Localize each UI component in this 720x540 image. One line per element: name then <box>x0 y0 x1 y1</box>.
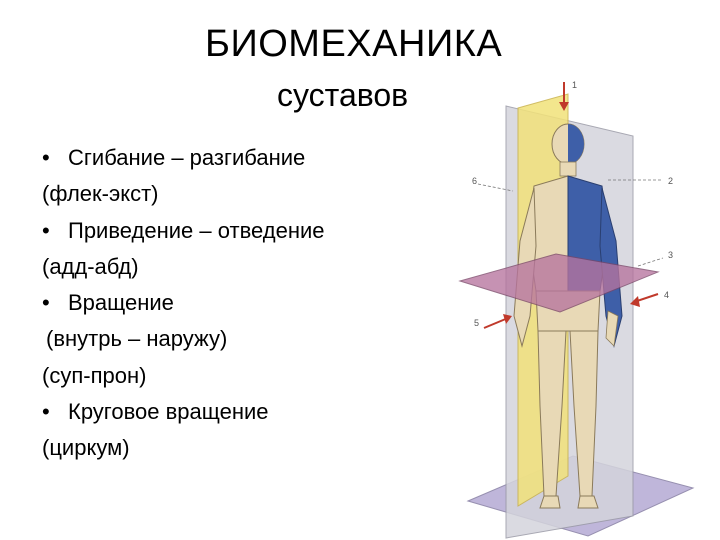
anatomical-planes-figure: 1 2 3 4 5 6 <box>458 80 695 539</box>
callout-label: 3 <box>668 250 673 260</box>
callout-label: 6 <box>472 176 477 186</box>
transverse-plane <box>458 253 660 313</box>
bullet-marker: • <box>42 145 50 170</box>
callout-label: 4 <box>664 290 669 300</box>
list-item-text: Вращение <box>68 290 174 316</box>
callout-label: 5 <box>474 318 479 328</box>
list-item-note: (суп-прон) <box>42 362 147 388</box>
slide-title: БИОМЕХАНИКА <box>205 23 503 65</box>
arrow-markers <box>483 82 659 329</box>
callout-label: 1 <box>572 80 577 90</box>
list-item-note: (внутрь – наружу) <box>46 326 228 352</box>
bullet-marker: • <box>42 217 50 243</box>
bullet-marker: • <box>42 290 50 316</box>
list-item: • Вращение <box>42 285 462 321</box>
list-item-note: (флек-экст) <box>42 181 159 207</box>
list-item: • Круговое вращение <box>42 394 462 430</box>
list-item-text: Сгибание – разгибание <box>68 145 306 170</box>
bullet-list: • Сгибание – разгибание (флек-экст) • Прив… <box>42 140 462 467</box>
list-item: • Приведение – отведение <box>42 213 462 249</box>
list-item-note: (адд-абд) <box>42 253 139 279</box>
list-item: • Сгибание – разгибание <box>42 140 462 176</box>
callout-lines <box>477 179 664 267</box>
slide-subtitle: суставов <box>277 77 409 113</box>
list-item-text: Круговое вращение <box>68 399 269 425</box>
callout-label: 2 <box>668 176 673 186</box>
list-item-text: Приведение – отведение <box>68 217 325 243</box>
list-item-note: (циркум) <box>42 435 130 461</box>
bullet-marker: • <box>42 399 50 425</box>
